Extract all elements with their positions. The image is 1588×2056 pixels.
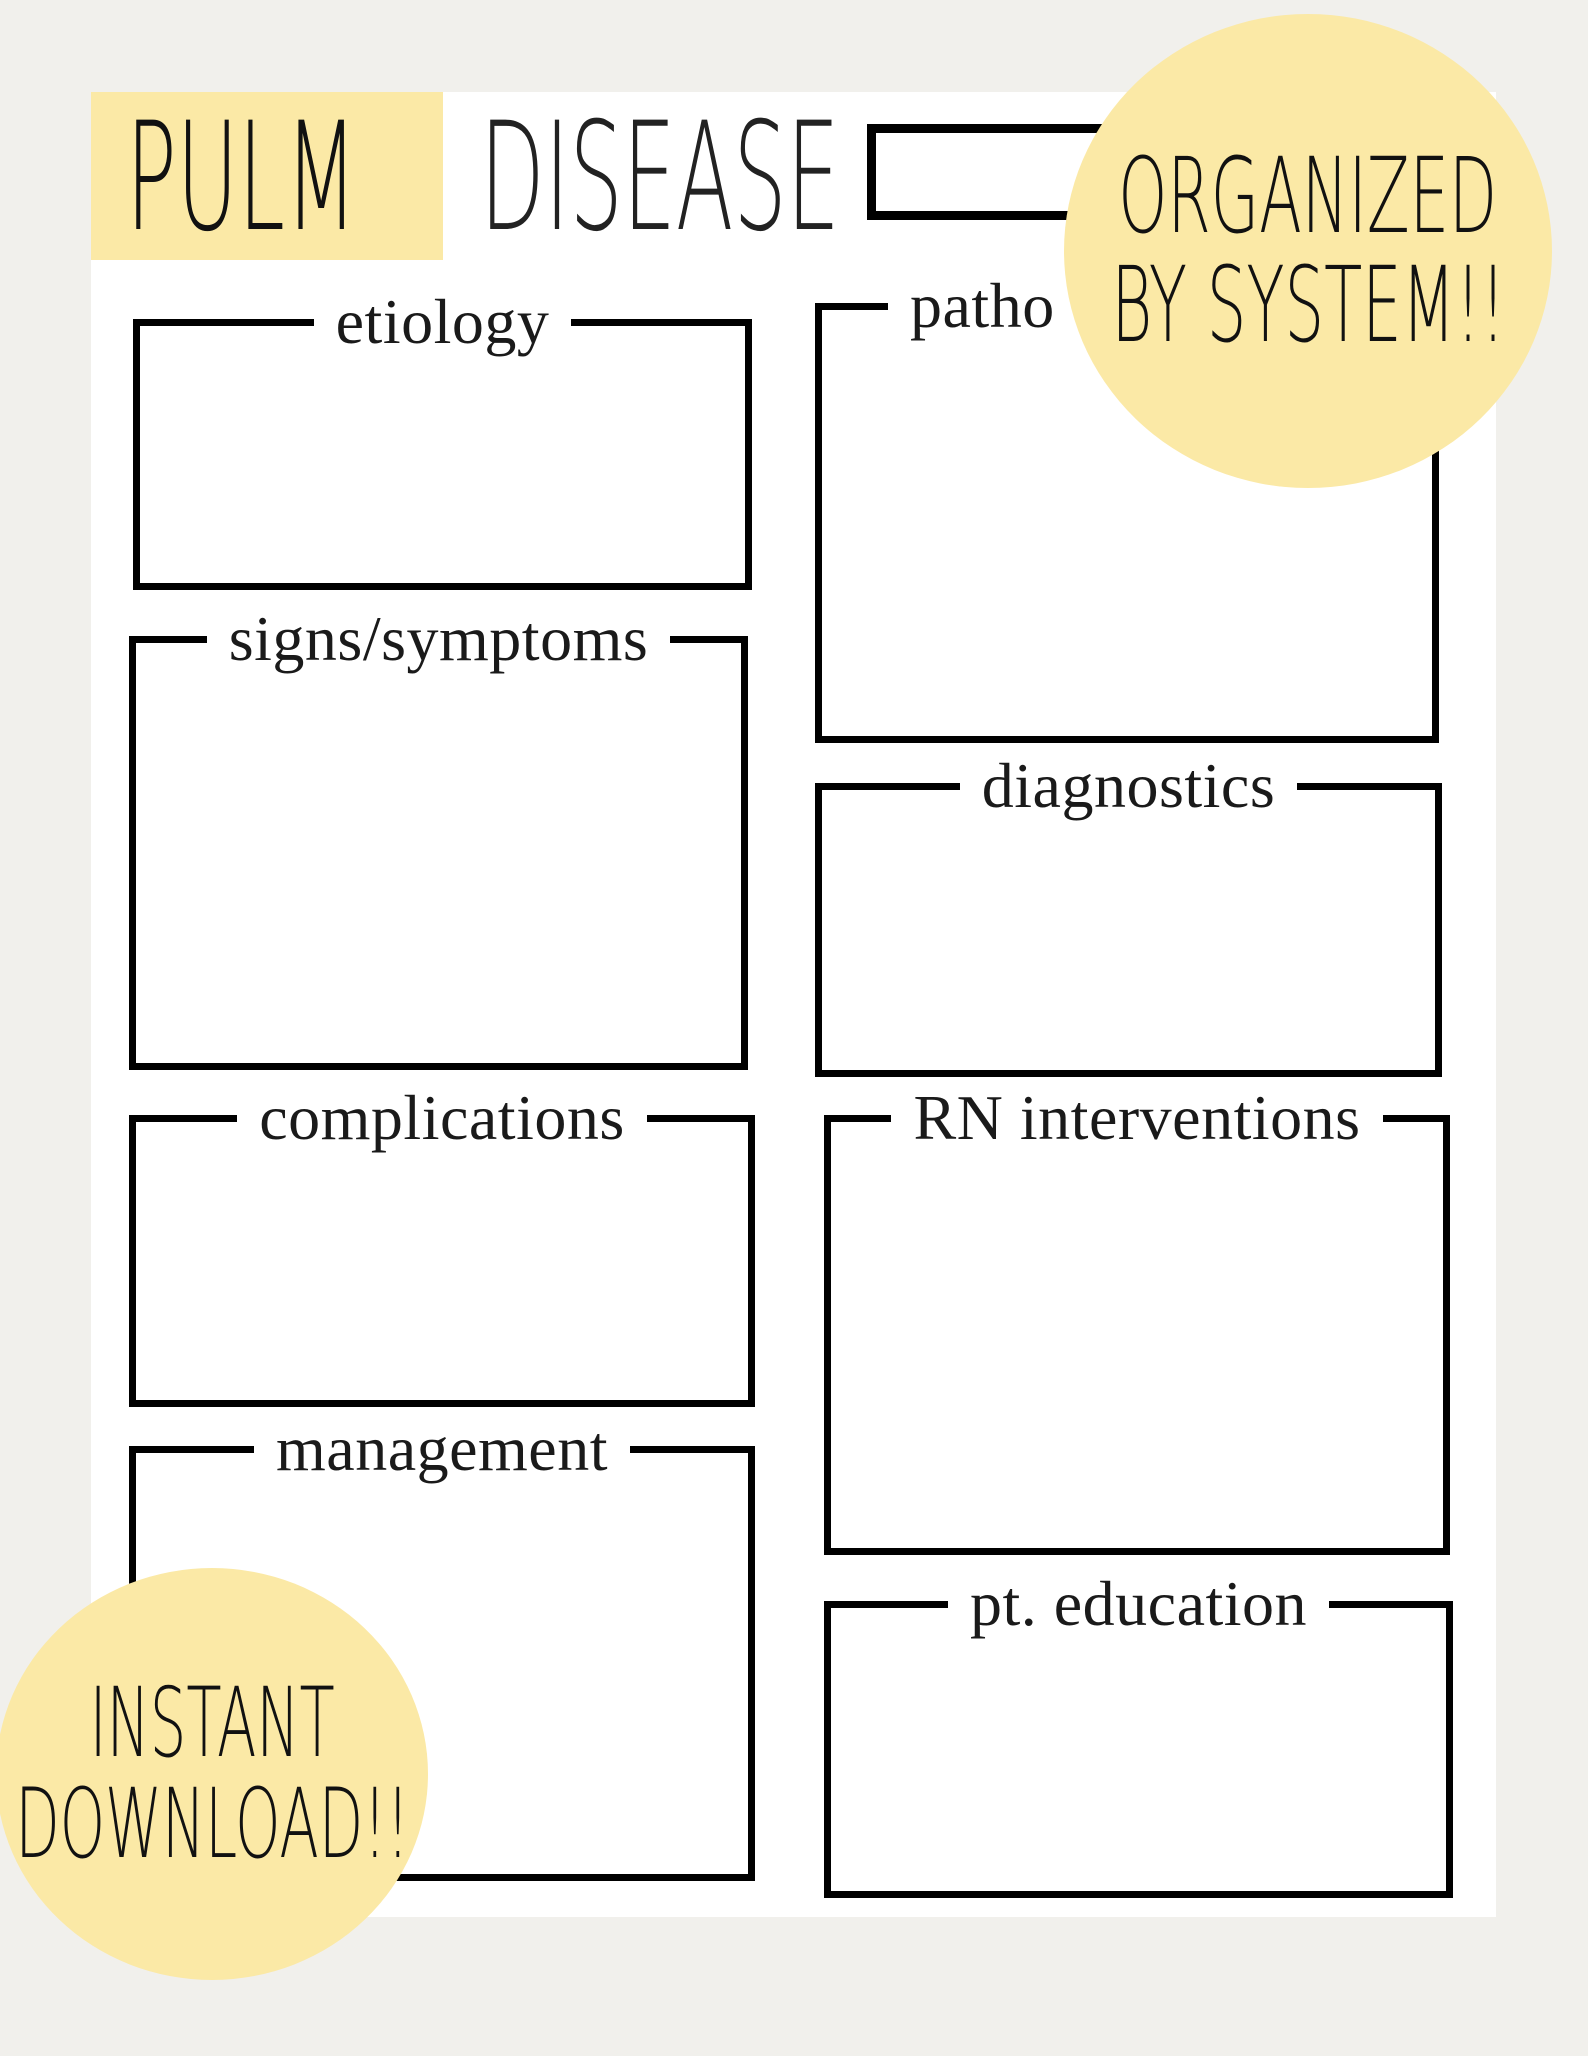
pt-education-section[interactable]: pt. education xyxy=(824,1571,1453,1898)
organized-by-system-badge: ORGANIZED BY SYSTEM!! xyxy=(1064,14,1552,488)
subject-highlight xyxy=(91,92,443,260)
complications-section[interactable]: complications xyxy=(129,1085,755,1407)
badge-bottom-line-2: DOWNLOAD!! xyxy=(14,1768,410,1880)
badge-bottom-line-1: INSTANT xyxy=(89,1667,335,1780)
rn-interventions-section[interactable]: RN interventions xyxy=(824,1085,1450,1555)
signs-symptoms-section[interactable]: signs/symptoms xyxy=(129,606,748,1070)
etiology-section[interactable]: etiology xyxy=(133,289,752,590)
diagnostics-section[interactable]: diagnostics xyxy=(815,753,1442,1077)
instant-download-badge: INSTANT DOWNLOAD!! xyxy=(0,1568,428,1980)
badge-top-line-2: BY SYSTEM!! xyxy=(1110,244,1506,366)
subject-title: PULM xyxy=(126,91,358,265)
badge-top-line-1: ORGANIZED xyxy=(1118,134,1498,257)
disease-title: DISEASE xyxy=(480,91,840,265)
